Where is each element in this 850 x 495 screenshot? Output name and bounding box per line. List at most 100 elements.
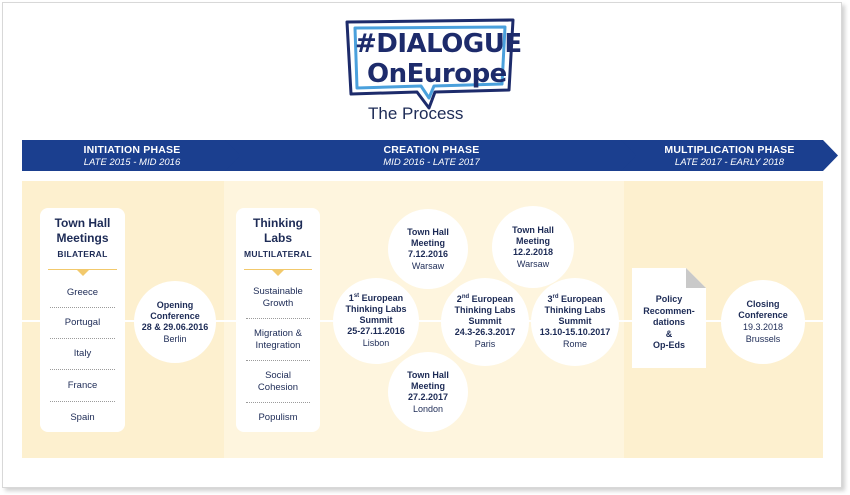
summit-2-node: 2nd European Thinking Labs Summit 24.3-2… bbox=[441, 278, 529, 366]
ordinal-suffix: nd bbox=[461, 294, 470, 300]
node-place: Berlin bbox=[163, 333, 187, 344]
doc-line: Policy bbox=[655, 294, 683, 304]
node-title: Conference bbox=[150, 310, 200, 321]
card-title-line: Town Hall bbox=[54, 216, 111, 230]
speech-bubble-icon bbox=[345, 18, 515, 110]
card-subtitle: MULTILATERAL bbox=[244, 249, 312, 259]
triangle-down-icon bbox=[76, 270, 89, 276]
card-subtitle: BILATERAL bbox=[57, 249, 108, 259]
phase-name: INITIATION PHASE bbox=[83, 144, 181, 156]
phase-arrow-shape bbox=[22, 140, 242, 171]
country-item: France bbox=[67, 380, 98, 391]
node-title-text: European bbox=[471, 294, 514, 304]
node-title: 1st European bbox=[349, 293, 403, 304]
phase-creation: CREATION PHASE MID 2016 - LATE 2017 bbox=[225, 140, 638, 171]
ordinal-suffix: rd bbox=[552, 294, 559, 300]
topic-item: Sustainable Growth bbox=[236, 286, 320, 310]
node-title: Summit bbox=[558, 316, 592, 326]
ordinal-number: 3 bbox=[547, 294, 553, 304]
document-icon bbox=[632, 268, 706, 368]
dotted-divider bbox=[50, 307, 115, 308]
topic-line: Cohesion bbox=[257, 382, 299, 393]
summit-1-node: 1st European Thinking Labs Summit 25-27.… bbox=[333, 278, 419, 364]
node-place: Paris bbox=[474, 339, 496, 349]
node-title: Town Hall bbox=[512, 224, 554, 235]
node-place: London bbox=[412, 403, 444, 414]
node-title: 2nd European bbox=[457, 294, 513, 305]
node-place: Rome bbox=[562, 339, 587, 349]
dotted-divider bbox=[50, 401, 115, 402]
phase-arrow-shape bbox=[621, 140, 838, 171]
node-title: Summit bbox=[468, 316, 502, 326]
country-item: Portugal bbox=[64, 317, 101, 328]
dotted-divider bbox=[246, 318, 310, 319]
diagram-subtitle: The Process bbox=[368, 104, 464, 123]
node-title-text: European bbox=[361, 293, 404, 303]
card-title-line: Meetings bbox=[56, 231, 109, 245]
node-place: Warsaw bbox=[516, 258, 550, 269]
node-title: Meeting bbox=[410, 380, 445, 391]
timeline-line bbox=[22, 320, 823, 322]
phase-initiation: INITIATION PHASE LATE 2015 - MID 2016 bbox=[22, 140, 242, 171]
country-item: Spain bbox=[70, 412, 95, 423]
node-title: 3rd European bbox=[547, 294, 602, 305]
node-place: Lisbon bbox=[362, 338, 390, 348]
topic-item: Populism bbox=[258, 412, 298, 423]
card-title-line: Labs bbox=[263, 231, 292, 245]
phase-dates: LATE 2017 - EARLY 2018 bbox=[674, 157, 785, 168]
closing-conference-node: Closing Conference 19.3.2018 Brussels bbox=[721, 280, 805, 364]
card-separator bbox=[244, 269, 312, 270]
ordinal-number: 1 bbox=[348, 293, 354, 303]
phase-arrow-shape bbox=[225, 140, 638, 171]
town-hall-warsaw-2018-node: Town Hall Meeting 12.2.2018 Warsaw bbox=[492, 206, 574, 288]
node-date: 12.2.2018 bbox=[512, 246, 554, 257]
topic-line: Integration bbox=[255, 340, 301, 351]
phase-dates: MID 2016 - LATE 2017 bbox=[383, 157, 480, 168]
card-separator bbox=[48, 269, 117, 270]
phase-dates: LATE 2015 - MID 2016 bbox=[83, 157, 181, 168]
dotted-divider bbox=[246, 402, 310, 403]
node-title: Town Hall bbox=[407, 226, 449, 237]
topic-line: Sustainable bbox=[253, 286, 303, 297]
ordinal-suffix: st bbox=[353, 293, 360, 299]
node-title: Closing bbox=[746, 299, 780, 309]
logo-line-1: #DIALOGUE bbox=[355, 29, 522, 59]
node-date: 7.12.2016 bbox=[407, 248, 449, 259]
node-date: 28 & 29.06.2016 bbox=[141, 321, 209, 332]
logo-line-2: OnEurope bbox=[367, 59, 507, 89]
node-date: 19.3.2018 bbox=[742, 322, 784, 332]
town-hall-london-node: Town Hall Meeting 27.2.2017 London bbox=[388, 352, 468, 432]
node-date: 25-27.11.2016 bbox=[347, 326, 405, 336]
topic-item: Migration & Integration bbox=[236, 328, 320, 352]
ordinal-number: 2 bbox=[456, 294, 462, 304]
card-title-line: Thinking bbox=[253, 216, 303, 230]
topic-line: Social bbox=[265, 370, 291, 381]
topic-line: Migration & bbox=[253, 328, 303, 339]
dotted-divider bbox=[50, 369, 115, 370]
town-hall-meetings-card: Town Hall Meetings BILATERAL Greece Port… bbox=[40, 208, 125, 432]
doc-line: dations bbox=[652, 317, 685, 327]
node-place: Brussels bbox=[745, 334, 781, 344]
country-item: Italy bbox=[73, 348, 92, 359]
node-date: 24.3-26.3.2017 bbox=[454, 327, 516, 337]
node-date: 27.2.2017 bbox=[407, 391, 449, 402]
node-title: Meeting bbox=[515, 235, 550, 246]
opening-conference-node: Opening Conference 28 & 29.06.2016 Berli… bbox=[134, 281, 216, 363]
node-title: Thinking Labs bbox=[454, 305, 516, 315]
node-title: Meeting bbox=[410, 237, 445, 248]
dialogue-on-europe-logo: #DIALOGUE OnEurope bbox=[343, 18, 522, 110]
node-title: Conference bbox=[738, 310, 788, 320]
country-item: Greece bbox=[66, 287, 99, 298]
node-title: Thinking Labs bbox=[544, 305, 606, 315]
node-title: Opening bbox=[156, 299, 194, 310]
dotted-divider bbox=[246, 360, 310, 361]
node-title-text: European bbox=[561, 294, 603, 304]
node-title: Thinking Labs bbox=[345, 304, 407, 314]
policy-recommendations-text: Policy Recommen- dations & Op-Eds bbox=[632, 294, 706, 352]
thinking-labs-card: Thinking Labs MULTILATERAL Sustainable G… bbox=[236, 208, 320, 432]
dotted-divider bbox=[50, 338, 115, 339]
topic-line: Growth bbox=[262, 298, 294, 309]
node-title: Summit bbox=[359, 315, 393, 325]
topic-item: Social Cohesion bbox=[236, 370, 320, 394]
doc-line: Op-Eds bbox=[652, 340, 685, 350]
